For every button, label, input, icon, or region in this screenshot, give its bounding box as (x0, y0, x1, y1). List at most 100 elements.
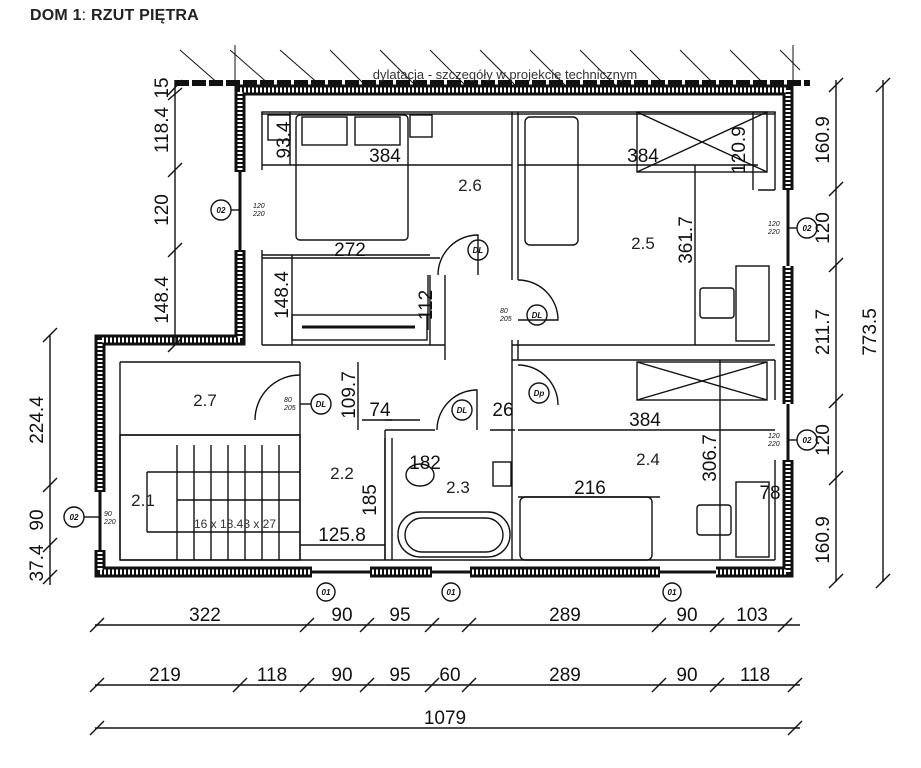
single-bed-2-5 (524, 116, 579, 246)
room-2-3-label: 2.3 (446, 478, 470, 497)
dim-row2-118: 118 (257, 665, 287, 686)
stairs (119, 434, 301, 561)
dim-left-148-4: 148.4 (152, 276, 173, 324)
toilet (405, 463, 435, 487)
dim-left-120: 120 (152, 194, 173, 226)
dim-109-7: 109.7 (339, 371, 360, 419)
room-labels: 2.6 2.5 2.7 2.2 2.3 2.4 2.1 16 x 18.43 x… (131, 176, 660, 531)
door-p-tag: Dp (534, 389, 545, 398)
bottom-dim-lines (89, 617, 803, 736)
dim-bottom-90: 90 (331, 605, 352, 626)
dim-bottom-322: 322 (189, 605, 221, 626)
dim-left-118-4: 118.4 (152, 107, 173, 154)
chair-2-4 (696, 504, 732, 536)
room-2-1-label: 2.1 (131, 491, 155, 510)
double-bed (295, 114, 409, 241)
window-tag: 02 (803, 224, 812, 233)
dim-row2-90: 90 (331, 665, 352, 686)
desk-2-4 (735, 481, 770, 558)
dim-120-9: 120.9 (729, 126, 750, 174)
dim-right-120: 120 (813, 212, 834, 244)
wardrobe-2-4 (636, 361, 768, 401)
bottom-dimensions: 322 90 95 289 90 103 219 118 90 95 60 28… (149, 605, 770, 729)
door-tag: DL (316, 400, 327, 409)
door-tag: DL (532, 311, 543, 320)
nightstand (409, 114, 433, 138)
opening-height: 205 (499, 316, 512, 323)
dim-361-7: 361.7 (676, 216, 697, 264)
opening-width: 80 (284, 397, 292, 404)
room-2-2-label: 2.2 (330, 464, 354, 483)
window-tag-bottom: 01 (447, 588, 456, 597)
dim-row2-289: 289 (549, 665, 581, 686)
dim-left-15: 15 (152, 77, 173, 98)
door-tag: DL (457, 406, 468, 415)
dim-216: 216 (574, 478, 606, 499)
interior-dim-lines (262, 112, 775, 560)
right-dim-lines (828, 77, 891, 589)
room-2-7-label: 2.7 (193, 391, 217, 410)
title-floor: RZUT PIĘTRA (90, 7, 199, 24)
title-house: DOM 1 (30, 7, 82, 24)
dim-93-4: 93.4 (274, 121, 295, 158)
dim-total-width: 1079 (424, 708, 466, 729)
opening-tag-circles (63, 199, 818, 602)
dim-left-37-4: 37.4 (27, 544, 48, 581)
dim-bottom-95: 95 (389, 605, 410, 626)
bathtub (397, 511, 511, 558)
stairs-spec: 16 x 18.43 x 27 (194, 517, 276, 531)
dim-185: 185 (360, 484, 381, 516)
opening-height: 220 (252, 211, 265, 218)
dim-125-8: 125.8 (318, 525, 366, 546)
exterior-walls (93, 84, 795, 579)
dim-left-224-4: 224.4 (27, 396, 48, 444)
dilatation-hatch (179, 45, 801, 86)
sink (492, 461, 512, 487)
dim-78: 78 (759, 483, 780, 504)
interior-dimensions: 93.4 384 272 148.4 112 384 120.9 361.7 1… (272, 121, 781, 546)
dim-total-height: 773.5 (860, 308, 881, 356)
single-bed-2-4 (519, 496, 653, 561)
room-2-6-label: 2.6 (458, 176, 482, 195)
opening-width: 90 (104, 511, 112, 518)
dim-112: 112 (416, 290, 437, 320)
left-dim-lines (42, 79, 183, 585)
dim-left-90: 90 (27, 509, 48, 530)
window-tag: 02 (803, 436, 812, 445)
dim-74: 74 (369, 400, 391, 421)
dilatation-note: dylatacja - szczegóły w projekcie techni… (373, 67, 637, 82)
dim-26: 26 (492, 400, 513, 421)
opening-height: 220 (767, 441, 780, 448)
opening-width: 80 (500, 308, 508, 315)
dim-384-room-2-5: 384 (627, 146, 659, 167)
dim-row2-118-b: 118 (740, 665, 770, 686)
window-tag: 02 (217, 206, 226, 215)
dim-384-room-2-6: 384 (369, 146, 401, 167)
window-tag: 02 (70, 513, 79, 522)
opening-height: 220 (767, 229, 780, 236)
dim-right-160-9-b: 160.9 (813, 516, 834, 564)
dim-272: 272 (334, 240, 366, 261)
dim-row2-219: 219 (149, 665, 181, 686)
dim-bottom-103: 103 (736, 605, 768, 626)
dim-bottom-90-b: 90 (676, 605, 697, 626)
furniture (119, 111, 770, 561)
dim-row2-60: 60 (439, 665, 460, 686)
opening-tags: 02 02 02 02 DL DL DL DL Dp 01 01 01 120 … (70, 203, 812, 597)
dim-148-4-bath: 148.4 (272, 271, 293, 319)
dim-384-room-2-4: 384 (629, 410, 661, 431)
window-tag-bottom: 01 (322, 588, 331, 597)
opening-width: 120 (768, 221, 780, 228)
dim-row2-95: 95 (389, 665, 410, 686)
left-dimensions: 15 118.4 120 148.4 224.4 90 37.4 (27, 77, 173, 581)
page-title: DOM 1: RZUT PIĘTRA (30, 7, 199, 24)
room-2-4-label: 2.4 (636, 450, 660, 469)
opening-width: 120 (253, 203, 265, 210)
room-2-5-label: 2.5 (631, 234, 655, 253)
dim-right-211-7: 211.7 (813, 309, 834, 355)
wardrobe-2-5 (636, 111, 768, 173)
dim-right-120-b: 120 (813, 424, 834, 456)
opening-height: 220 (103, 519, 116, 526)
dim-row2-90-b: 90 (676, 665, 697, 686)
